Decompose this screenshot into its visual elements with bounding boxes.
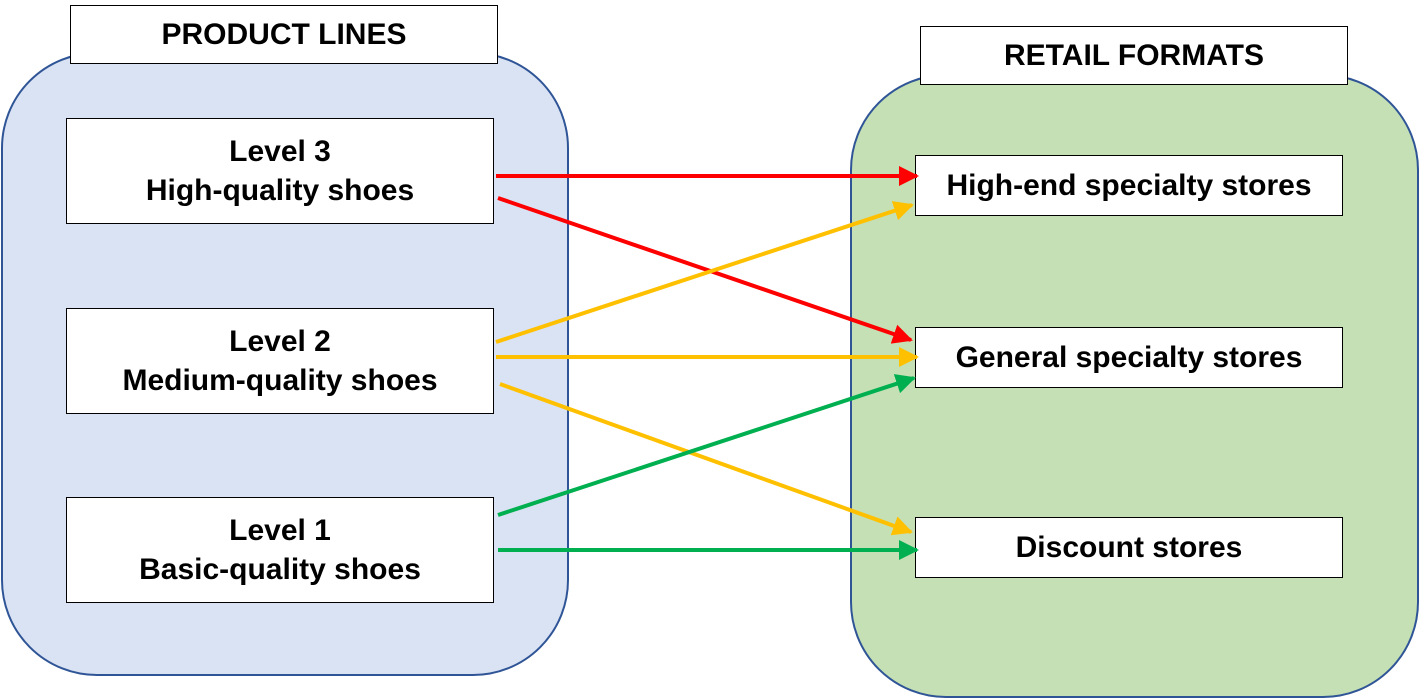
product-level-3-box: Level 3 High-quality shoes (66, 118, 494, 224)
level-1-label: Level 1 (229, 514, 331, 547)
level-2-description: Medium-quality shoes (122, 364, 438, 397)
retail-formats-title-text: RETAIL FORMATS (1004, 39, 1264, 72)
level-3-description: High-quality shoes (145, 174, 415, 207)
retail-formats-title: RETAIL FORMATS (920, 26, 1348, 85)
product-lines-title-text: PRODUCT LINES (161, 18, 407, 51)
product-level-1-box: Level 1 Basic-quality shoes (66, 497, 494, 603)
store-high-end-specialty-box: High-end specialty stores (915, 155, 1343, 216)
product-lines-title: PRODUCT LINES (70, 5, 498, 64)
store-high-end-specialty-label: High-end specialty stores (946, 169, 1312, 202)
store-general-specialty-label: General specialty stores (955, 341, 1303, 374)
store-discount-box: Discount stores (915, 517, 1343, 578)
level-2-label: Level 2 (229, 325, 331, 358)
product-level-2-box: Level 2 Medium-quality shoes (66, 308, 494, 414)
level-1-description: Basic-quality shoes (139, 553, 421, 586)
level-3-label: Level 3 (229, 135, 331, 168)
store-discount-label: Discount stores (1015, 531, 1243, 564)
store-general-specialty-box: General specialty stores (915, 327, 1343, 388)
